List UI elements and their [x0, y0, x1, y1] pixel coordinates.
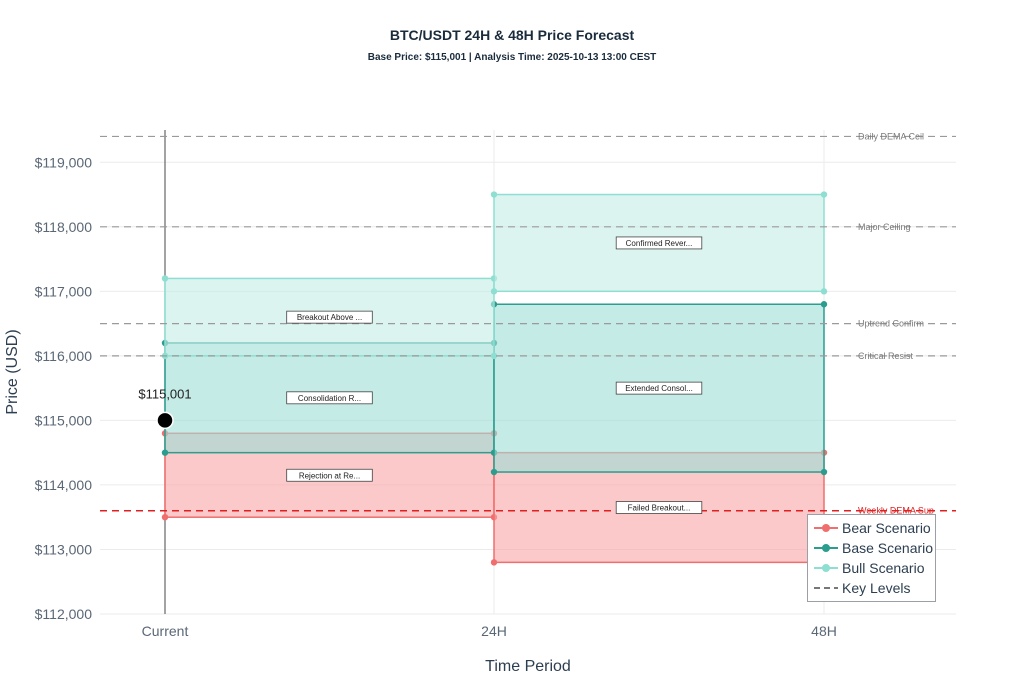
scenario-corner-point — [490, 191, 498, 198]
scenario-annotation-box — [286, 310, 373, 324]
scenario-annotation-label: Confirmed Rever... — [626, 239, 693, 248]
y-tick-label: $116,000 — [35, 348, 93, 364]
legend-item-base[interactable]: Base Scenario — [808, 538, 935, 558]
x-tick-label: Current — [142, 623, 189, 639]
legend-item-key-levels[interactable]: Key Levels — [808, 578, 935, 598]
scenario-corner-point — [490, 468, 498, 476]
scenario-corner-point — [161, 514, 169, 521]
x-tick-label: 24H — [481, 623, 507, 639]
legend-label-key-levels: Key Levels — [842, 580, 911, 596]
scenario-annotation-label: Extended Consol... — [625, 384, 693, 393]
scenario-corner-point — [820, 288, 828, 295]
legend-label-base: Base Scenario — [842, 540, 934, 556]
legend-label-bull: Bull Scenario — [842, 560, 925, 576]
scenario-annotation-label: Breakout Above ... — [297, 313, 362, 322]
scenario-corner-point — [820, 468, 828, 476]
key-level-label: Critical Resist — [858, 351, 914, 361]
scenario-annotation-label: Failed Breakout... — [628, 504, 691, 513]
y-tick-label: $113,000 — [35, 541, 93, 557]
base-price-marker — [156, 411, 174, 430]
scenario-corner-point — [161, 275, 169, 282]
y-tick-label: $117,000 — [35, 283, 93, 299]
key-level-label: Weekly DEMA Sup — [858, 506, 934, 516]
scenario-corner-point — [490, 559, 498, 566]
chart-title: BTC/USDT 24H & 48H Price Forecast — [389, 27, 635, 43]
scenario-corner-point — [490, 288, 498, 295]
key-level-label: Uptrend Confirm — [858, 319, 924, 329]
scenario-annotation-box — [615, 381, 703, 395]
chart-legend[interactable]: Bear Scenario Base Scenario Bull Scenari… — [807, 514, 936, 602]
scenario-annotation-box — [286, 468, 373, 482]
y-tick-label: $119,000 — [35, 154, 93, 170]
legend-swatch-base — [814, 544, 838, 552]
x-axis-title: Time Period — [485, 658, 571, 675]
legend-item-bull[interactable]: Bull Scenario — [808, 558, 935, 578]
key-level-label: Daily DEMA Ceil — [858, 131, 924, 141]
legend-item-bear[interactable]: Bear Scenario — [808, 518, 935, 538]
legend-swatch-bull — [814, 564, 838, 572]
scenario-corner-point — [161, 449, 169, 456]
scenario-annotation-box — [286, 391, 373, 405]
scenario-annotation-box — [615, 236, 703, 250]
x-tick-label: 48H — [811, 623, 837, 639]
scenario-corner-point — [820, 301, 828, 308]
y-tick-label: $114,000 — [35, 477, 93, 493]
y-tick-label: $115,000 — [35, 412, 93, 428]
legend-swatch-bear — [814, 524, 838, 532]
y-tick-label: $112,000 — [35, 606, 93, 622]
scenario-corner-point — [490, 352, 498, 360]
key-level-label: Major Ceiling — [858, 222, 911, 232]
y-tick-label: $118,000 — [35, 219, 93, 235]
scenario-annotation-label: Consolidation R... — [298, 394, 361, 403]
legend-swatch-key-levels — [814, 587, 838, 589]
scenario-corner-point — [820, 191, 828, 198]
scenario-annotation-label: Rejection at Re... — [299, 471, 360, 480]
chart-subtitle: Base Price: $115,001 | Analysis Time: 20… — [367, 52, 657, 63]
y-axis-title: Price (USD) — [4, 329, 21, 414]
scenario-annotation-box — [615, 501, 703, 514]
base-price-label: $115,001 — [138, 386, 191, 401]
legend-label-bear: Bear Scenario — [842, 520, 931, 536]
